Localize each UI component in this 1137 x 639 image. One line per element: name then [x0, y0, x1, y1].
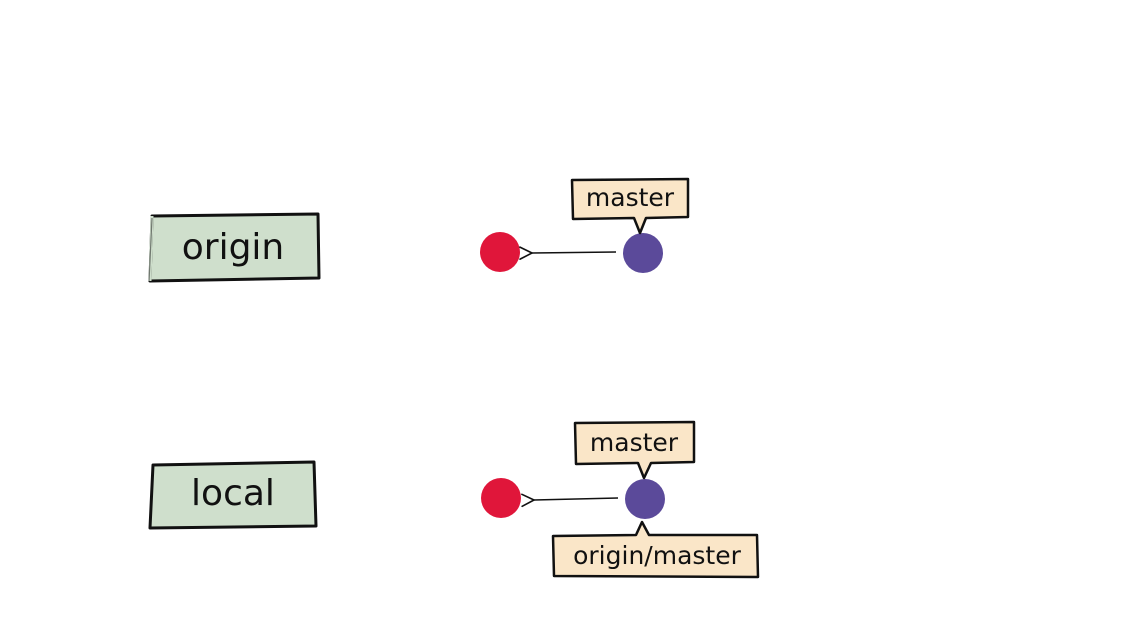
origin-parent-arrow-icon — [519, 246, 617, 260]
local-repo-label: local — [191, 473, 275, 514]
local-older-commit-icon — [481, 478, 521, 518]
origin-master-tag: master — [570, 177, 690, 235]
local-origin-master-tag-label: origin/master — [573, 541, 741, 570]
local-repo-box: local — [148, 460, 318, 530]
origin-repo-label: origin — [182, 227, 285, 268]
local-parent-arrow-icon — [521, 493, 619, 508]
local-newer-commit-icon — [625, 479, 665, 519]
origin-master-tag-label: master — [586, 183, 675, 212]
local-master-tag-label: master — [590, 428, 679, 457]
origin-older-commit-icon — [480, 232, 520, 272]
origin-repo-group: origin master — [148, 177, 690, 283]
origin-repo-box: origin — [148, 212, 321, 283]
local-origin-master-tag: origin/master — [551, 520, 760, 579]
local-repo-group: local master origin/master — [148, 420, 760, 579]
local-master-tag: master — [573, 420, 696, 480]
origin-newer-commit-icon — [623, 233, 663, 273]
